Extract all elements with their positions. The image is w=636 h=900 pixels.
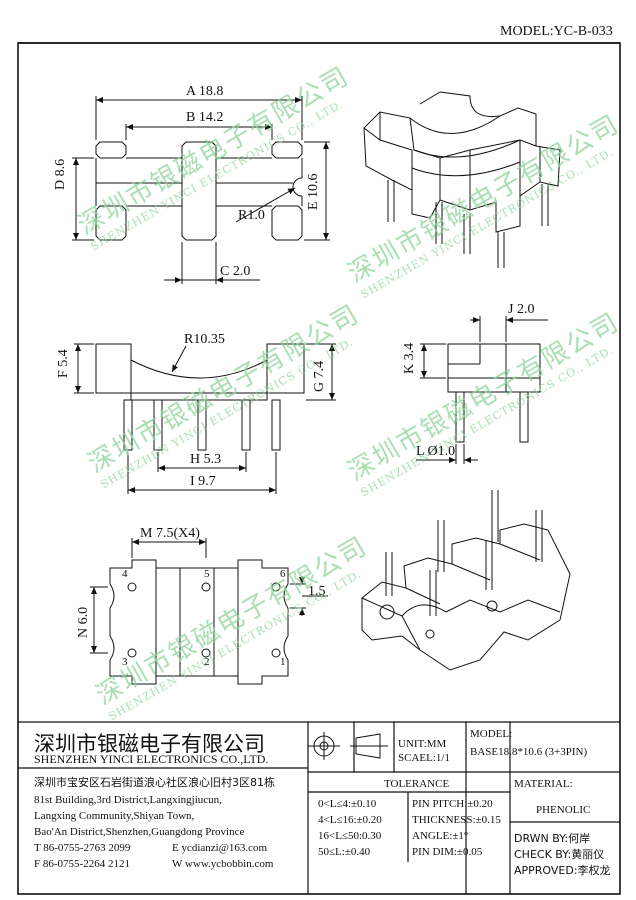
tolerance-right-row: PIN PITCH:±0.20 (412, 798, 493, 810)
iso-view-top (363, 91, 561, 268)
tolerance-right-row: PIN DIM:±0.05 (412, 846, 483, 858)
pin-number: 6 (280, 568, 286, 580)
dim-i: I 9.7 (190, 474, 216, 489)
dim-c: C 2.0 (220, 264, 251, 279)
dim-e: E 10.6 (306, 173, 321, 210)
dim-r1: R1.0 (238, 208, 265, 223)
drawn-by: DRWN BY:何岸 (514, 832, 591, 845)
tolerance-row: 0<L≤4:±0.10 (318, 798, 377, 810)
scale-label: SCAEL:1/1 (398, 752, 450, 764)
dim-n: N 6.0 (76, 606, 91, 638)
model-label: MODEL: (470, 728, 513, 740)
title-block (18, 721, 620, 894)
company-address-en-3: Bao'An District,Shenzhen,Guangdong Provi… (34, 826, 245, 838)
dim-k: K 3.4 (402, 342, 417, 374)
pin-number: 5 (204, 568, 210, 580)
tolerance-right-row: THICKNESS:±0.15 (412, 814, 501, 826)
tolerance-row: 50≤L:±0.40 (318, 846, 371, 858)
unit-label: UNIT:MM (398, 738, 447, 750)
dim-f: F 5.4 (56, 349, 71, 378)
company-address-en-2: Langxing Community,Shiyan Town, (34, 810, 195, 822)
company-address-cn: 深圳市宝安区石岩街道浪心社区浪心旧村3区81栋 (34, 776, 275, 789)
dim-b: B 14.2 (186, 110, 224, 125)
projection-symbol (308, 732, 388, 760)
company-tel: T 86-0755-2763 2099 (34, 842, 131, 854)
pin-number: 3 (122, 656, 128, 668)
tolerance-row: 16<L≤50:0.30 (318, 830, 382, 842)
company-name-cn: 深圳市银磁电子有限公司 (34, 732, 265, 756)
pin-number: 1 (280, 656, 286, 668)
tolerance-row: 4<L≤16:±0.20 (318, 814, 382, 826)
material-label: MATERIAL: (514, 778, 573, 790)
side-view (416, 316, 548, 464)
iso-view-bottom (361, 490, 571, 671)
dim-m: M 7.5(X4) (140, 526, 200, 541)
material-value: PHENOLIC (536, 804, 591, 816)
dim-p: 1.5 (308, 584, 326, 599)
company-email: E ycdianzi@163.com (172, 842, 268, 854)
company-web: W www.ycbobbin.com (172, 858, 274, 870)
model-header: MODEL:YC-B-033 (500, 24, 613, 39)
company-fax: F 86-0755-2264 2121 (34, 858, 130, 870)
company-name-en: SHENZHEN YINCI ELECTRONICS CO.,LTD. (34, 752, 269, 766)
pin-number: 4 (122, 568, 128, 580)
dim-r10: R10.35 (184, 332, 225, 347)
dim-g: G 7.4 (312, 360, 327, 392)
company-address-en-1: 81st Building,3rd District,Langxingjiucu… (34, 794, 222, 806)
bottom-view (90, 538, 328, 685)
dim-h: H 5.3 (190, 452, 222, 467)
front-view (74, 343, 336, 494)
top-view (72, 96, 330, 284)
dim-a: A 18.8 (186, 84, 224, 99)
dim-j: J 2.0 (508, 302, 535, 317)
dim-d: D 8.6 (53, 158, 68, 190)
pin-number: 2 (204, 656, 210, 668)
check-by: CHECK BY:黄丽仪 (514, 848, 605, 861)
dim-l: L Ø1.0 (416, 444, 456, 459)
tolerance-title: TOLERANCE (384, 778, 450, 790)
tolerance-right-row: ANGLE:±1° (412, 830, 469, 842)
model-value: BASE18.8*10.6 (3+3PIN) (470, 746, 588, 758)
approved-by: APPROVED:李权龙 (514, 864, 611, 877)
